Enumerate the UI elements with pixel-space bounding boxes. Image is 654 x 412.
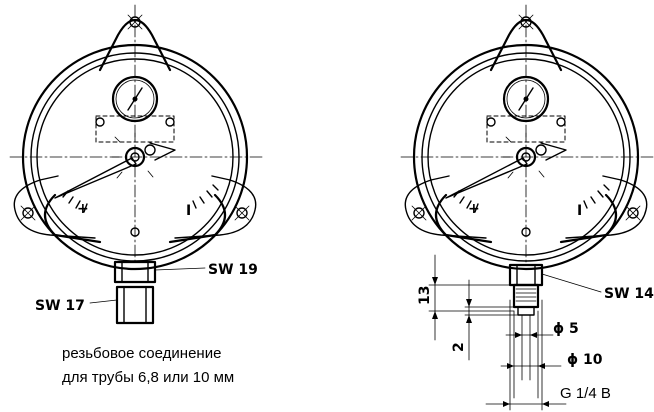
right-pivot: [515, 146, 537, 168]
right-gauge: + I: [400, 4, 654, 411]
left-hole-right: [236, 207, 248, 219]
right-subdial: [502, 75, 550, 123]
left-scale-min: +: [77, 201, 89, 217]
right-scale-max: I: [577, 203, 582, 219]
right-sw-label: SW 14: [604, 286, 654, 302]
left-sw-upper-label: SW 19: [208, 262, 258, 278]
right-dim-d5: ϕ 5: [553, 321, 579, 337]
right-threaded-stem: [512, 283, 540, 309]
right-scale-min: +: [468, 201, 480, 217]
left-note-line1: резьбовое соединение: [62, 345, 221, 362]
left-nut-upper: [113, 260, 157, 284]
right-needle: [445, 157, 528, 199]
left-flange: [43, 18, 227, 244]
right-dim-2: 2: [451, 342, 467, 352]
right-thread-label: G 1/4 B: [560, 385, 611, 402]
left-nut-lower: [115, 285, 155, 325]
left-gauge: + I: [9, 4, 263, 325]
right-dim-d10: ϕ 10: [567, 352, 603, 368]
left-hole-left: [22, 207, 34, 219]
left-subdial: [111, 75, 159, 123]
left-scale-max: I: [186, 203, 191, 219]
left-needle: [54, 157, 137, 199]
right-dim-13: 13: [417, 286, 433, 305]
left-sw-lower-label: SW 17: [35, 298, 85, 314]
left-note-line2: для трубы 6,8 или 10 мм: [62, 369, 234, 386]
left-pivot: [124, 146, 146, 168]
